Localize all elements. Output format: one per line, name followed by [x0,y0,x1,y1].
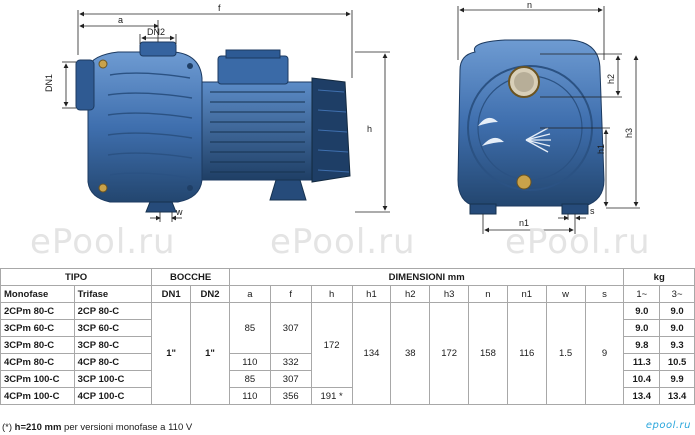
cell-h3: 172 [429,302,470,405]
header-kg-1: 1~ [623,285,661,303]
cell-dn2: 1" [190,302,230,405]
model-mono: 3CPm 60-C [0,319,75,337]
header-h3: h3 [429,285,470,303]
header-monofase: Monofase [0,285,75,303]
watermark-text: ePool.ru [505,222,651,262]
pump-drawing-svg: f a DN2 DN1 h w n h2 h3 h1 s [44,0,640,234]
header-h1: h1 [351,285,392,303]
cell-a: 85 [228,370,271,388]
cell-a: 110 [228,387,271,405]
cell-a: 85 [228,302,271,354]
cell-f: 332 [269,353,312,371]
model-tri: 4CP 100-C [73,387,153,405]
watermark-text: ePool.ru [30,222,176,262]
table-row: 3CPm 60-C 3CP 60-C 9.0 9.0 [0,319,695,337]
model-mono: 4CPm 100-C [0,387,75,405]
side-view-pump [75,41,351,213]
dim-label-f: f [218,3,221,13]
model-mono: 3CPm 80-C [0,336,75,354]
model-tri: 3CP 60-C [73,319,153,337]
cell-n: 158 [468,302,508,405]
header-a: a [228,285,271,303]
dim-label-n1: n1 [519,218,529,228]
side-dimensions [62,10,390,222]
model-tri: 3CP 100-C [73,370,153,388]
cell-dn1: 1" [151,302,192,405]
dim-label-h1: h1 [596,144,606,154]
header-trifase: Trifase [73,285,153,303]
header-n1: n1 [506,285,547,303]
header-tipo: TIPO [0,268,153,286]
header-kg-3: 3~ [659,285,695,303]
cell-kg-1: 11.3 [623,353,661,371]
dim-label-dn2: DN2 [147,27,165,37]
cell-f: 356 [269,387,312,405]
header-f: f [269,285,312,303]
header-dimensioni: DIMENSIONI mm [228,268,625,286]
cell-h: 191 * [310,387,353,405]
model-tri: 4CP 80-C [73,353,153,371]
dim-label-w: w [175,207,183,217]
header-w: w [545,285,586,303]
model-tri: 3CP 80-C [73,336,153,354]
table-row: 2CPm 80-C 2CP 80-C 1" 1" 85 307 172 134 … [0,302,695,405]
dim-label-h: h [367,124,372,134]
cell-h1: 134 [351,302,392,405]
header-dn1: DN1 [151,285,192,303]
cell-h: 172 [310,302,353,388]
cell-kg-3: 10.5 [659,353,695,371]
header-h: h [310,285,353,303]
cell-h2: 38 [390,302,431,405]
cell-s: 9 [584,302,625,405]
cell-kg-1: 13.4 [623,387,661,405]
table-group-header-row: TIPO BOCCHE DIMENSIONI mm kg [0,268,695,286]
table-sub-header-row: Monofase Trifase DN1 DN2 a f h h1 h2 h3 … [0,285,695,303]
dim-label-dn1: DN1 [44,74,54,92]
pump-drawing: f a DN2 DN1 h w n h2 h3 h1 s [44,0,640,234]
dim-label-n: n [527,0,532,10]
footnote: (*) h=210 mm per versioni monofase a 110… [2,422,192,433]
header-n: n [468,285,508,303]
cell-n1: 116 [506,302,547,405]
dim-label-h3: h3 [624,128,634,138]
header-bocche: BOCCHE [151,268,230,286]
table-row: 4CPm 100-C 4CP 100-C 110 356 191 * 13.4 … [0,387,695,405]
header-dn2: DN2 [190,285,230,303]
footnote-text: per versioni monofase a 110 V [61,422,193,433]
footnote-prefix: (*) [2,422,15,433]
cell-kg-1: 9.0 [623,319,661,337]
spec-table: TIPO BOCCHE DIMENSIONI mm kg Monofase Tr… [0,268,695,405]
model-tri: 2CP 80-C [73,302,153,320]
dim-label-h2: h2 [606,74,616,84]
cell-kg-3: 9.9 [659,370,695,388]
table-row: 3CPm 100-C 3CP 100-C 85 307 10.4 9.9 [0,370,695,388]
cell-w: 1.5 [545,302,586,405]
model-mono: 4CPm 80-C [0,353,75,371]
footnote-bold: h=210 mm [14,422,62,433]
cell-kg-3: 13.4 [659,387,695,405]
cell-kg-3: 9.3 [659,336,695,354]
cell-kg-1: 9.8 [623,336,661,354]
cell-a: 110 [228,353,271,371]
header-h2: h2 [390,285,431,303]
front-view-pump [457,39,605,215]
header-kg: kg [623,268,695,286]
cell-kg-3: 9.0 [659,302,695,320]
header-s: s [584,285,625,303]
front-dimensions [457,6,640,234]
dim-label-s: s [590,206,595,216]
cell-f: 307 [269,302,312,354]
cell-kg-1: 9.0 [623,302,661,320]
cell-kg-3: 9.0 [659,319,695,337]
dim-label-a: a [118,15,123,25]
brand-logo: epool.ru [645,420,691,431]
model-mono: 2CPm 80-C [0,302,75,320]
cell-kg-1: 10.4 [623,370,661,388]
cell-f: 307 [269,370,312,388]
watermark-text: ePool.ru [270,222,416,262]
model-mono: 3CPm 100-C [0,370,75,388]
